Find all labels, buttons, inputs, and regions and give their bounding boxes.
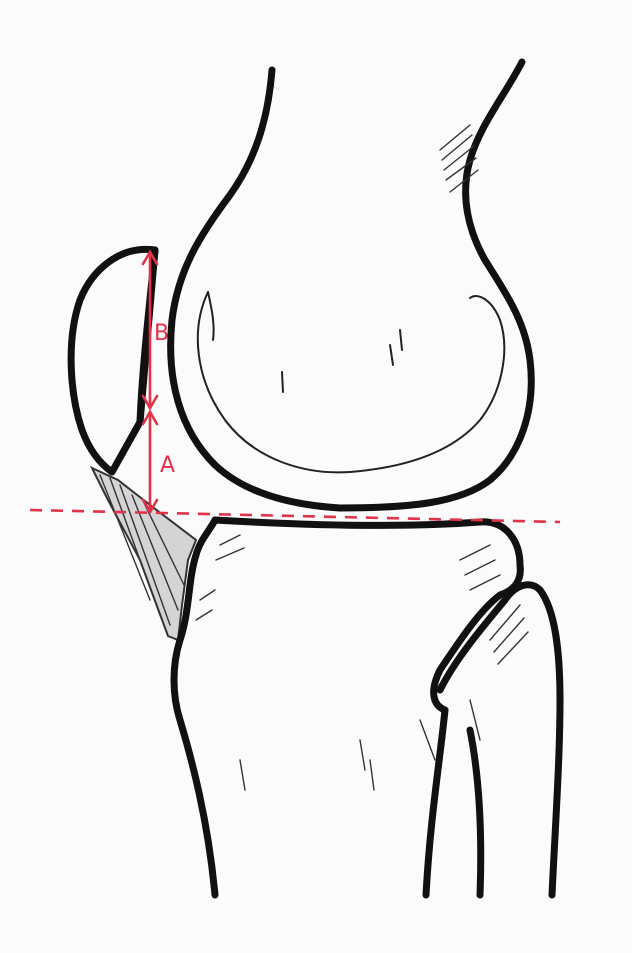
femur-shaft-back (340, 62, 531, 508)
label-a: A (160, 453, 175, 478)
femur-shaft-front (171, 70, 340, 508)
femoral-condyle-outline (198, 292, 504, 472)
condyle-notch-left (208, 292, 214, 340)
fibula (440, 585, 560, 895)
tibia-shaft-back (426, 710, 445, 895)
condyle-mark-3 (282, 372, 283, 392)
label-b: B (154, 321, 169, 346)
joint-line (30, 510, 560, 522)
fibula-shaft-front (470, 730, 481, 895)
tibia (174, 520, 520, 895)
condyle-mark-2 (400, 330, 402, 350)
fibula-hatching (470, 605, 528, 740)
condyle-mark-1 (390, 345, 393, 365)
